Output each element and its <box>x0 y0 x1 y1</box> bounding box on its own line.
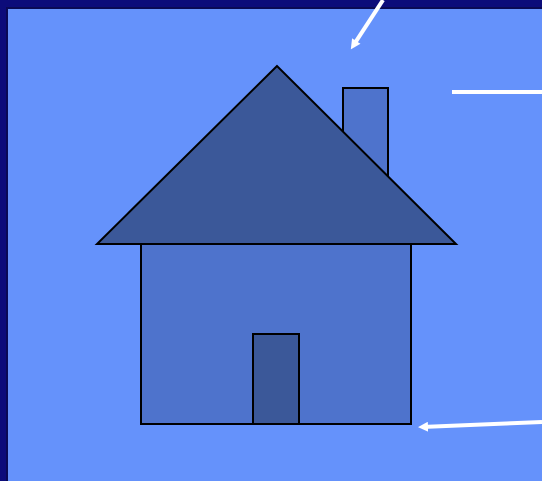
house-door <box>253 334 299 424</box>
